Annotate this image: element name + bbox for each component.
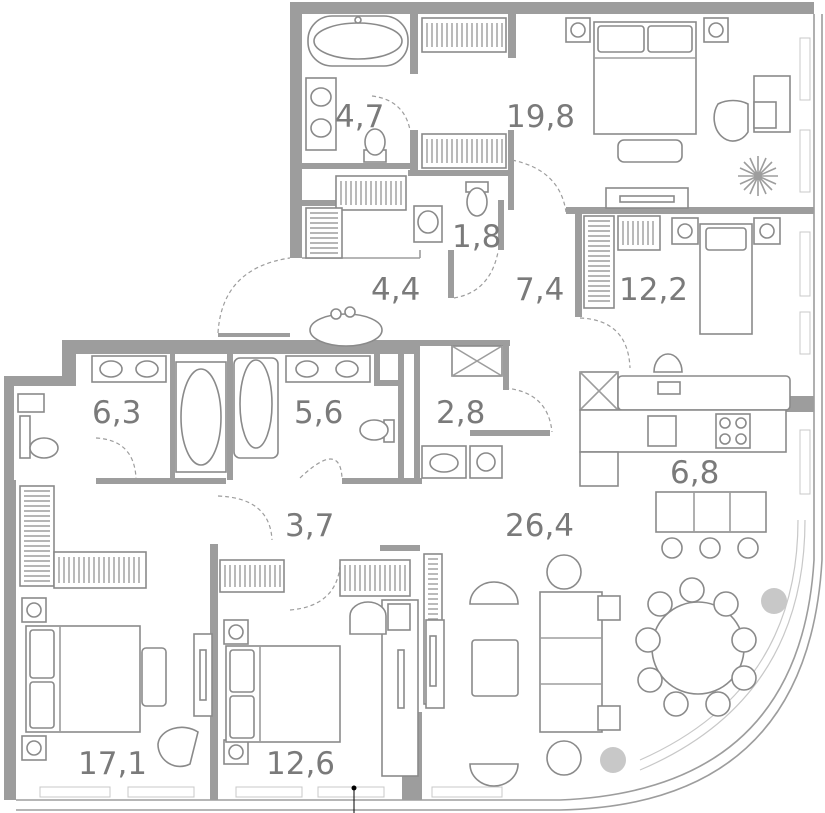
outer-lines [16,14,823,811]
bedroom-left-furniture [21,597,199,768]
room-area-bath-middle: 5,6 [294,395,343,431]
room-area-bedroom-left: 17,1 [78,746,147,782]
room-area-corridor-right: 7,4 [515,272,564,308]
living-furniture [469,554,787,787]
bedroom-master-furniture [565,17,791,196]
room-area-wc-small: 1,8 [452,219,501,255]
room-area-bedroom-middle: 12,6 [266,746,335,782]
room-area-living: 26,4 [505,508,574,544]
bath-master-fixtures [305,15,409,163]
bath-middle-fixtures [233,355,395,459]
walls [4,2,814,800]
door-swings [95,95,631,611]
kitchen-fixtures [579,353,791,559]
room-area-hall-lower: 3,7 [285,508,334,544]
laundry-fixtures [421,345,503,479]
room-area-laundry: 2,8 [436,395,485,431]
wc-small-fixtures [413,181,489,243]
bedroom-right-furniture [605,187,781,335]
room-area-bath-master: 4,7 [335,99,384,135]
room-area-bedroom-right: 12,2 [619,272,688,308]
room-area-kitchen: 6,8 [670,455,719,491]
room-labels: 4,7 19,8 1,8 4,4 7,4 12,2 6,3 5,6 2,8 6,… [78,99,719,782]
hall-table [309,306,383,347]
bath-left-fixtures [17,355,227,473]
bedroom-middle-furniture [193,599,445,813]
room-area-bath-left: 6,3 [92,395,141,431]
room-area-hall-upper: 4,4 [371,272,420,308]
room-area-bedroom-master: 19,8 [506,99,575,135]
windows [39,37,811,798]
plant-icon [738,156,778,196]
